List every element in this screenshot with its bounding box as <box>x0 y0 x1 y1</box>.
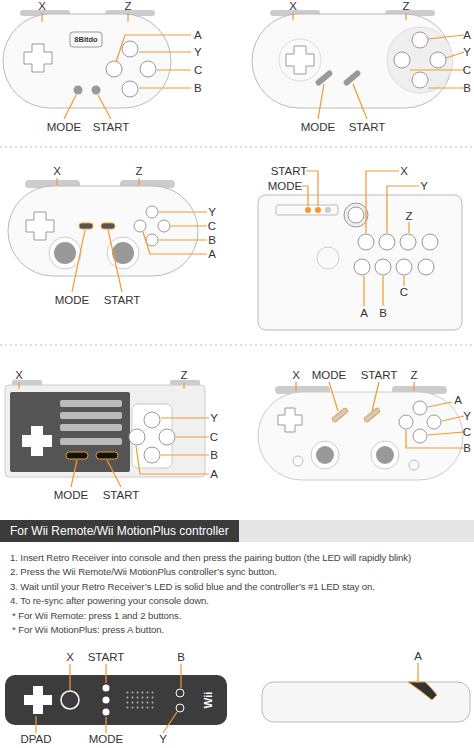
button-label: C <box>208 220 216 233</box>
button-label: Z <box>405 210 412 223</box>
button-label: B <box>210 449 218 462</box>
button-label: C <box>210 431 218 444</box>
logo-text: Wii <box>202 691 215 708</box>
button-label: MODE <box>268 180 303 193</box>
instruction-line: 2. Press the Wii Remote/Wii MotionPlus c… <box>10 565 470 579</box>
button-label: X <box>400 165 408 178</box>
instruction-line: * For Wii Remote: press 1 and 2 buttons. <box>10 609 470 623</box>
button-label: Y <box>420 180 428 193</box>
button-label: Z <box>180 369 187 382</box>
button-label: Z <box>410 369 417 382</box>
controller-sn30 <box>8 180 198 276</box>
controller-pro <box>258 386 463 480</box>
button-label: Y <box>463 410 471 423</box>
instruction-line: * For Wii MotionPlus: press A button. <box>10 623 470 637</box>
controller-snes <box>252 10 453 108</box>
button-label: MODE <box>47 121 82 134</box>
button-label: Z <box>135 165 142 178</box>
button-label: B <box>208 234 216 247</box>
button-label: A <box>463 29 471 42</box>
instruction-line: 4. To re-sync after powering your consol… <box>10 594 470 608</box>
button-label: Y <box>208 206 216 219</box>
button-label: C <box>463 426 471 439</box>
button-label: B <box>194 82 202 95</box>
button-label: Y <box>210 412 218 425</box>
button-label: START <box>93 121 130 134</box>
instruction-line: 1. Insert Retro Receiver into console an… <box>10 551 470 565</box>
button-label: B <box>463 82 471 95</box>
button-label: START <box>361 369 398 382</box>
button-label: A <box>454 394 462 407</box>
button-label: C <box>194 64 202 77</box>
button-label: C <box>463 64 471 77</box>
separator <box>0 147 474 345</box>
logo-text: 8Bitdo <box>74 35 97 43</box>
button-label: X <box>53 165 61 178</box>
button-label: X <box>15 369 23 382</box>
button-label: A <box>360 307 368 320</box>
button-label: START <box>88 651 125 664</box>
button-label: A <box>194 29 202 42</box>
button-label: MODE <box>89 733 124 746</box>
button-label: Y <box>194 46 202 59</box>
button-label: MODE <box>55 294 90 307</box>
button-label: X <box>38 0 46 12</box>
header-band <box>0 520 474 542</box>
button-label: C <box>400 286 408 299</box>
header-band: For Wii Remote/Wii MotionPlus controller <box>0 520 239 542</box>
button-label: Y <box>159 733 167 746</box>
controller-n30 <box>3 10 171 108</box>
button-label: Z <box>124 0 131 12</box>
button-label: A <box>210 468 218 481</box>
instruction-block: 1. Insert Retro Receiver into console an… <box>10 551 470 637</box>
wii-remote <box>5 675 470 725</box>
controller-nes <box>5 380 205 477</box>
button-label: MODE <box>312 369 347 382</box>
button-label: B <box>379 307 387 320</box>
button-label: B <box>463 442 471 455</box>
button-label: START <box>103 489 140 502</box>
button-label: A <box>414 650 422 663</box>
arcade-stick <box>258 195 462 330</box>
button-label: START <box>104 294 141 307</box>
button-label: A <box>208 248 216 261</box>
instruction-line: 3. Wait until your Retro Receiver’s LED … <box>10 580 470 594</box>
button-label: Y <box>463 46 471 59</box>
header-text: For Wii Remote/Wii MotionPlus controller <box>10 524 229 538</box>
button-label: Z <box>402 0 409 12</box>
button-label: DPAD <box>20 733 51 746</box>
button-label: X <box>289 0 297 12</box>
button-label: START <box>349 121 386 134</box>
button-label: X <box>292 369 300 382</box>
button-label: MODE <box>301 121 336 134</box>
button-label: B <box>177 651 185 664</box>
button-label: START <box>271 165 308 178</box>
button-label: X <box>66 651 74 664</box>
button-label: MODE <box>54 489 89 502</box>
